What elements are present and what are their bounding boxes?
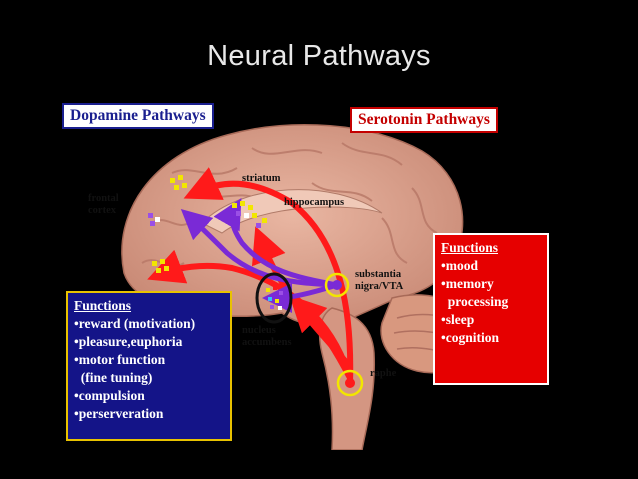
dopamine-function-item: •compulsion bbox=[74, 388, 145, 403]
raphe-ring bbox=[336, 369, 364, 397]
serotonin-functions-box: Functions •mood •memory processing •slee… bbox=[433, 233, 549, 385]
label-raphe: raphe bbox=[370, 368, 397, 379]
label-hippocampus: hippocampus bbox=[284, 197, 345, 208]
dopamine-function-item: •perserveration bbox=[74, 406, 164, 421]
serotonin-function-item: •memory bbox=[441, 276, 494, 291]
slide-title: Neural Pathways bbox=[207, 40, 431, 72]
serotonin-functions-heading: Functions bbox=[441, 240, 499, 255]
dopamine-pathways-title: Dopamine Pathways bbox=[62, 103, 214, 129]
nucleus-accumbens-ring bbox=[255, 272, 293, 324]
label-frontal-cortex: frontal cortex bbox=[88, 193, 119, 216]
serotonin-pathways-title: Serotonin Pathways bbox=[350, 107, 498, 133]
dopamine-function-item: (fine tuning) bbox=[74, 370, 153, 385]
dopamine-function-item: •pleasure,euphoria bbox=[74, 334, 183, 349]
striatum-dots bbox=[232, 201, 267, 228]
serotonin-function-item: •cognition bbox=[441, 330, 499, 345]
label-nucleus-accumbens: nucleus accumbens bbox=[242, 325, 292, 348]
substantia-nigra-ring bbox=[324, 272, 350, 298]
serotonin-function-item: processing bbox=[441, 294, 509, 309]
label-striatum: striatum bbox=[242, 173, 281, 184]
brain-illustration bbox=[121, 124, 478, 450]
dopamine-function-item: •reward (motivation) bbox=[74, 316, 196, 331]
serotonin-function-item: •sleep bbox=[441, 312, 475, 327]
label-substantia-nigra: substantia nigra/VTA bbox=[355, 269, 404, 292]
neural-pathways-diagram: Dopamine Pathways Serotonin Pathways Fun… bbox=[52, 93, 587, 450]
dopamine-function-item: •motor function bbox=[74, 352, 166, 367]
frontal-cortex-dots bbox=[148, 175, 187, 273]
dopamine-functions-heading: Functions bbox=[74, 298, 132, 313]
dopamine-functions-box: Functions •reward (motivation) •pleasure… bbox=[66, 291, 232, 441]
serotonin-function-item: •mood bbox=[441, 258, 478, 273]
